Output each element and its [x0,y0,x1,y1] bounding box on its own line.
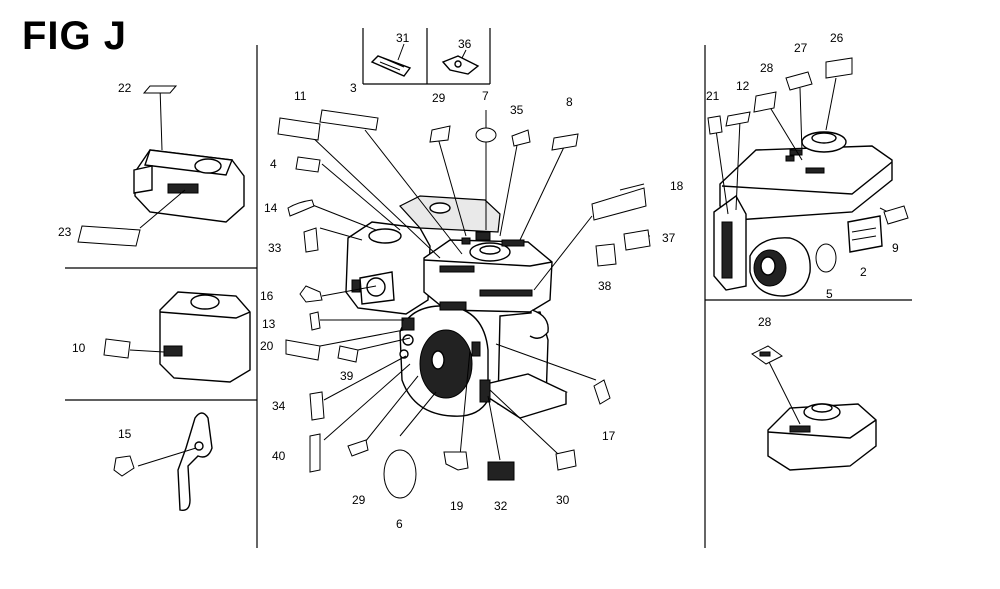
label-6 [383,449,417,499]
callout-30: 30 [556,493,570,507]
callout-40: 40 [272,449,286,463]
callout-32: 32 [494,499,508,513]
insert-parts [370,43,480,77]
air-cleaner-mid-left [129,291,251,383]
callout-27: 27 [794,41,808,55]
callout-28b: 28 [758,315,772,329]
label-29a [429,125,451,143]
callout-2: 2 [860,265,867,279]
label-12 [725,111,751,127]
callout-3: 3 [350,81,357,95]
engine-assembly [345,195,568,419]
callout-19: 19 [450,499,464,513]
callout-6: 6 [396,517,403,531]
callout-10: 10 [72,341,86,355]
label-22 [142,85,178,94]
label-18 [591,187,647,221]
label-30 [555,449,577,471]
callout-23: 23 [58,225,72,239]
callout-15: 15 [118,427,132,441]
air-cleaner-top-left [133,86,245,229]
callout-20: 20 [260,339,274,353]
callout-39: 39 [340,369,354,383]
label-13 [309,311,321,331]
callout-37: 37 [662,231,676,245]
label-9 [883,205,909,225]
generator-assembly [713,77,897,297]
label-16 [299,285,323,303]
callout-31: 31 [396,31,410,45]
callout-17: 17 [602,429,616,443]
callout-9: 9 [892,241,899,255]
label-40 [309,433,321,473]
label-15 [113,455,135,477]
tank-bottom-right [751,345,877,471]
label-14 [287,199,315,217]
generator-labels [707,57,909,225]
callout-12: 12 [736,79,750,93]
callout-13: 13 [262,317,276,331]
leader-lines [309,110,650,461]
label-38 [595,243,617,267]
callout-4: 4 [270,157,277,171]
callout-29a: 29 [432,91,446,105]
label-8 [551,133,579,151]
label-34 [309,391,325,421]
label-35 [511,129,531,147]
callout-22: 22 [118,81,132,95]
callout-8: 8 [566,95,573,109]
label-17 [593,379,611,405]
label-33 [303,227,319,253]
figure-title: FIG J [22,14,128,58]
label-26a [753,91,777,113]
callout-5: 5 [826,287,833,301]
callout-33: 33 [268,241,282,255]
callout-26b: 26 [830,31,844,45]
label-27 [785,71,813,91]
label-37 [623,229,651,251]
callout-38: 38 [598,279,612,293]
callout-14: 14 [264,201,278,215]
label-29b [347,439,369,457]
label-10 [103,338,131,359]
label-11 [277,117,321,141]
callout-21: 21 [706,89,720,103]
choke-lever [137,412,213,511]
label-19 [443,451,469,471]
label-26b [825,57,853,79]
label-21 [707,115,723,135]
label-32 [487,461,515,481]
callout-11: 11 [294,89,307,103]
callout-34: 34 [272,399,286,413]
callout-35: 35 [510,103,524,117]
callout-18: 18 [670,179,684,193]
callout-7: 7 [482,89,489,103]
callout-36: 36 [458,37,472,51]
label-4 [295,156,321,173]
panel-dividers [65,28,912,548]
label-3 [319,109,379,131]
label-7 [475,127,497,143]
callout-numbers: 22 23 10 15 31 36 11 3 4 14 33 16 13 20 … [58,31,899,531]
label-39 [337,345,359,363]
engine-labels [277,109,651,499]
callout-26a: 28 [760,61,774,75]
label-23 [77,225,141,247]
label-20 [285,339,321,361]
callout-29b: 29 [352,493,366,507]
callout-16: 16 [260,289,274,303]
